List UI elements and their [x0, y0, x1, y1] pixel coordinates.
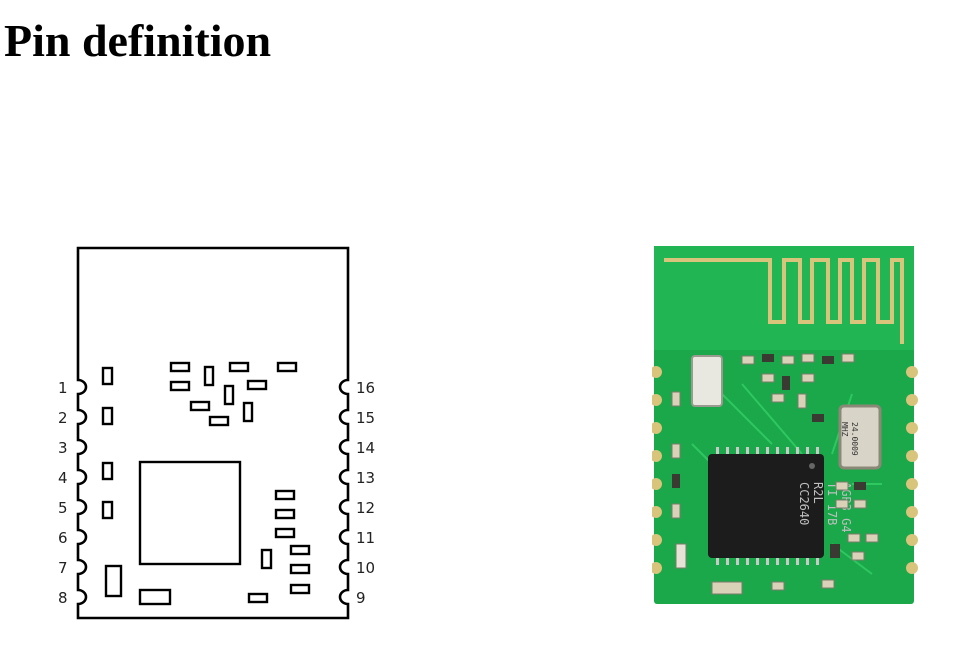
pin-label-5: 5	[58, 499, 68, 517]
pin-label-11: 11	[356, 529, 375, 547]
crystal-marking-line-2: MHZ	[840, 422, 849, 437]
chip-footprint	[138, 460, 242, 566]
component-pad	[208, 415, 230, 427]
component-pad	[223, 384, 235, 406]
component-pad	[289, 563, 311, 575]
crystal-marking-line-1: 24.0009	[850, 422, 859, 456]
pin-label-2: 2	[58, 409, 68, 427]
pin-label-10: 10	[356, 559, 375, 577]
pin-label-12: 12	[356, 499, 375, 517]
component-pad	[228, 361, 250, 373]
component-pad	[169, 361, 191, 373]
page-title: Pin definition	[4, 15, 272, 66]
pin-label-14: 14	[356, 439, 375, 457]
crystal-24mhz	[838, 404, 882, 470]
chip-marking-line-1: CC2640	[797, 482, 811, 525]
component-pad	[260, 548, 273, 570]
component-pad	[189, 400, 211, 412]
pin-label-8: 8	[58, 589, 68, 607]
component-pad	[104, 564, 123, 598]
component-pad	[276, 361, 298, 373]
pin-label-15: 15	[356, 409, 375, 427]
chip-pins	[716, 447, 819, 565]
module-pin-diagram: 1 2 3 4 5 6 7 8 16 15 14 13 12 11 10 9	[58, 246, 375, 620]
module-photo: 24.0009 MHZ CC2640 R2L TI 17B AGR3 G4	[652, 246, 918, 604]
component-pad	[169, 380, 191, 392]
component-pad	[242, 401, 254, 423]
small-crystal	[691, 355, 723, 407]
pin-label-13: 13	[356, 469, 375, 487]
component-pad	[101, 461, 114, 481]
component-pad	[289, 544, 311, 556]
component-pad	[247, 592, 269, 604]
component-pad	[101, 406, 114, 426]
component-pad	[246, 379, 268, 391]
pin-label-7: 7	[58, 559, 68, 577]
pin-label-16: 16	[356, 379, 375, 397]
chip-marking-line-3: TI 17B	[825, 482, 839, 525]
pin-label-9: 9	[356, 589, 366, 607]
component-pad	[203, 365, 215, 387]
component-pad	[274, 489, 296, 501]
component-pad	[289, 583, 311, 595]
chip-marking-line-2: R2L	[811, 482, 825, 504]
antenna-trace	[664, 258, 904, 344]
component-pad	[274, 527, 296, 539]
left-edge-pads	[652, 366, 662, 574]
module-outline	[76, 246, 350, 620]
component-pad	[101, 500, 114, 520]
pin-label-4: 4	[58, 469, 68, 487]
pin-label-6: 6	[58, 529, 68, 547]
passive-components	[671, 353, 879, 595]
component-pad	[138, 588, 172, 606]
pin-label-3: 3	[58, 439, 68, 457]
main-chip	[708, 454, 824, 558]
component-pad	[101, 366, 114, 386]
right-edge-pads	[906, 366, 918, 574]
pin-label-1: 1	[58, 379, 68, 397]
component-pad	[274, 508, 296, 520]
pin1-marker	[809, 463, 815, 469]
